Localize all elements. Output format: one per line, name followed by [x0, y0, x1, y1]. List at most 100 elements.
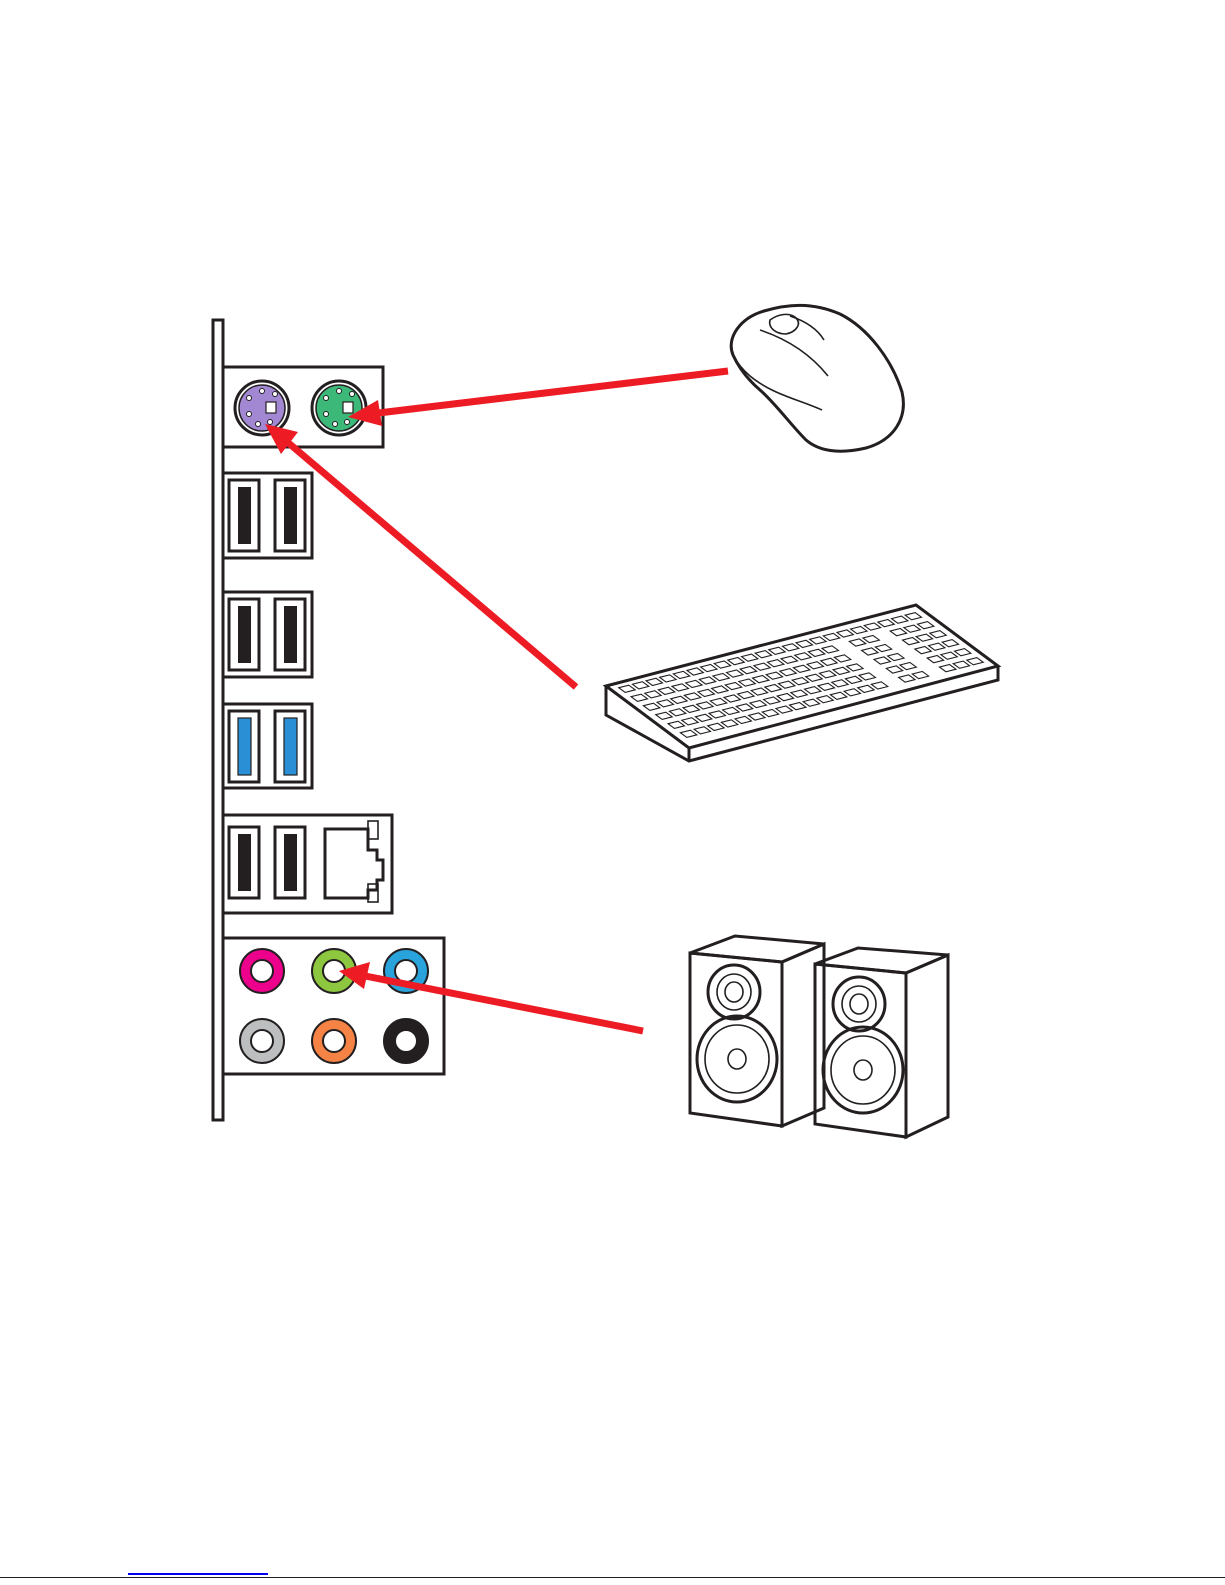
keyboard-key	[808, 649, 824, 656]
connection-arrows	[265, 371, 728, 1031]
keyboard-key	[832, 680, 848, 687]
speakers-icon	[690, 936, 948, 1137]
keyboard-key	[755, 651, 771, 658]
keyboard-key	[714, 661, 730, 668]
usb-lan-port-group	[223, 815, 392, 913]
keyboard-key	[751, 688, 767, 695]
keyboard-key	[821, 658, 837, 665]
keyboard-key	[725, 682, 741, 689]
keyboard-key	[795, 653, 811, 660]
keyboard-key	[657, 700, 673, 707]
keyboard-key	[740, 667, 756, 674]
keyboard-key	[723, 707, 739, 714]
keyboard-key	[804, 687, 820, 694]
keyboard-key	[817, 696, 833, 703]
keyboard-key	[695, 714, 711, 721]
keyboard-key	[738, 691, 754, 698]
keyboard-icon	[606, 605, 998, 761]
keyboard-key	[701, 664, 717, 671]
keyboard-key	[859, 673, 875, 680]
keyboard-key	[694, 727, 710, 734]
keyboard-key	[928, 643, 944, 650]
keyboard-key	[735, 716, 751, 723]
keyboard-key	[754, 663, 770, 670]
keyboard-key	[750, 700, 766, 707]
keyboard-key	[844, 689, 860, 696]
keyboard-key	[778, 681, 794, 688]
keyboard-key	[941, 652, 957, 659]
keyboard-key	[682, 718, 698, 725]
keyboard-key	[782, 644, 798, 651]
keyboard-key	[830, 692, 846, 699]
keyboard-key	[708, 723, 724, 730]
audio-jack-gray	[240, 1019, 284, 1063]
keyboard-key	[776, 706, 792, 713]
keyboard-key	[806, 674, 822, 681]
keyboard-key	[728, 658, 744, 665]
keyboard-key	[762, 709, 778, 716]
keyboard-key	[940, 665, 956, 672]
mouse-arrow	[370, 371, 728, 414]
audio-jack-pink	[240, 949, 284, 993]
keyboard-key	[833, 667, 849, 674]
keyboard-key	[792, 678, 808, 685]
keyboard-key	[767, 660, 783, 667]
keyboard-key	[684, 693, 700, 700]
keyboard-key	[822, 646, 838, 653]
keyboard-key	[888, 653, 904, 660]
keyboard-key	[765, 685, 781, 692]
keyboard-key	[668, 721, 684, 728]
keyboard-key	[656, 712, 672, 719]
keyboard-key	[686, 680, 702, 687]
keyboard-key	[697, 702, 713, 709]
keyboard-key	[863, 635, 879, 642]
keyboard-key	[810, 637, 826, 644]
keyboard-key	[930, 631, 946, 638]
footer-link-underline	[128, 1573, 268, 1575]
keyboard-key	[849, 639, 865, 646]
keyboard-key	[741, 654, 757, 661]
keyboard-key	[769, 647, 785, 654]
keyboard-key	[915, 647, 931, 654]
keyboard-key	[791, 690, 807, 697]
audio-jack-orange	[312, 1019, 356, 1063]
keyboard-key	[793, 665, 809, 672]
keyboard-key	[953, 661, 969, 668]
keyboard-key	[645, 691, 661, 698]
audio-jack-black	[384, 1019, 428, 1063]
keyboard-key	[631, 694, 647, 701]
keyboard-key	[871, 682, 887, 689]
keyboard-key	[736, 704, 752, 711]
keyboard-key	[721, 720, 737, 727]
keyboard-key	[777, 694, 793, 701]
keyboard-key	[807, 662, 823, 669]
footer-rule	[0, 1577, 1225, 1578]
keyboard-key	[967, 658, 983, 665]
keyboard-key	[713, 673, 729, 680]
keyboard-key	[905, 613, 921, 620]
usb-port-group	[223, 592, 312, 677]
keyboard-arrow	[285, 440, 576, 687]
keyboard-key	[904, 625, 920, 632]
keyboard-key	[687, 668, 703, 675]
keyboard-key	[672, 684, 688, 691]
keyboard-key	[710, 698, 726, 705]
keyboard-key	[912, 671, 928, 678]
keyboard-key	[954, 649, 970, 656]
keyboard-key	[680, 730, 696, 737]
keyboard-key	[803, 699, 819, 706]
keyboard-key	[727, 670, 743, 677]
keyboard-key	[891, 616, 907, 623]
keyboard-key	[890, 629, 906, 636]
ps2-port-block	[223, 367, 383, 447]
keyboard-key	[917, 622, 933, 629]
keyboard-key	[646, 678, 662, 685]
keyboard-key	[874, 657, 890, 664]
keyboard-key	[709, 711, 725, 718]
left-speaker	[690, 936, 824, 1126]
keyboard-key	[851, 626, 867, 633]
keyboard-key	[780, 669, 796, 676]
keyboard-key	[899, 675, 915, 682]
keyboard-key	[669, 709, 685, 716]
keyboard-key	[749, 713, 765, 720]
